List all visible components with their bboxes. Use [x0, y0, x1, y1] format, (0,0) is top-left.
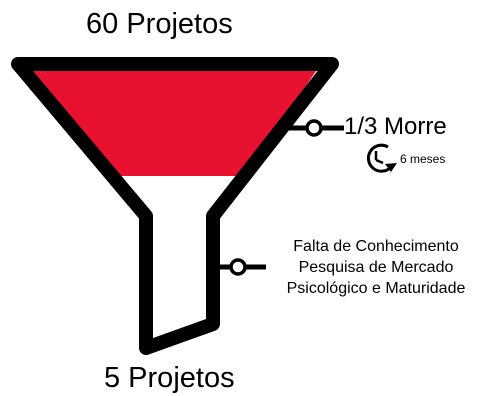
- stage2-reasons: Falta de Conhecimento Pesquisa de Mercad…: [262, 236, 482, 299]
- clock-icon: [366, 143, 397, 173]
- top-label: 60 Projetos: [86, 8, 233, 40]
- bottom-label: 5 Projetos: [104, 362, 235, 394]
- stage2-reason: Pesquisa de Mercado: [298, 259, 454, 276]
- funnel-outline: [11, 57, 339, 355]
- stage1-duration: 6 meses: [400, 152, 446, 166]
- stage2-connector-dot: [229, 258, 247, 276]
- stage1-connector-dot: [305, 119, 323, 137]
- funnel-fill: [30, 68, 318, 176]
- stage2-reason: Psicológico e Maturidade: [286, 280, 466, 297]
- stage2-reason: Falta de Conhecimento: [293, 238, 459, 255]
- stage1-label: 1/3 Morre: [344, 113, 447, 140]
